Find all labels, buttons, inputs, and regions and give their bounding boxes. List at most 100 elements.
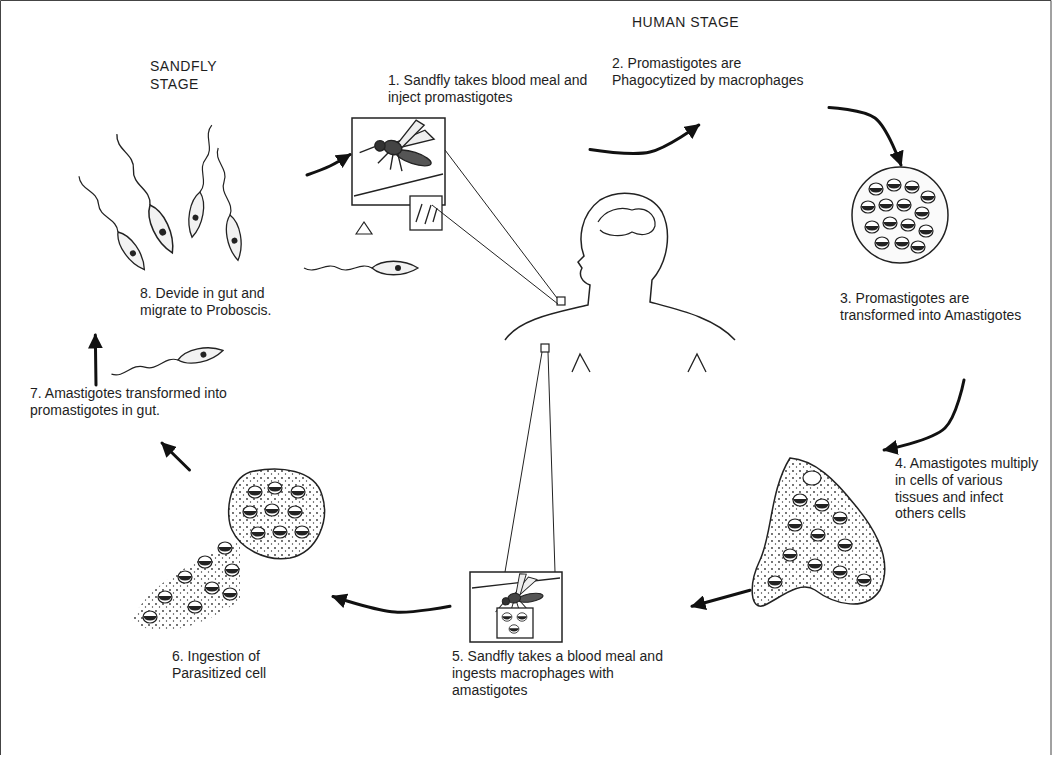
amastigote <box>158 591 172 603</box>
human-outline <box>505 193 735 340</box>
stage-node: 3. Promastigotes are transformed into Am… <box>838 165 1048 380</box>
amastigote <box>517 613 527 621</box>
promastigote <box>212 147 245 262</box>
infected-macrophage <box>852 167 948 263</box>
cycle-arrow <box>162 443 190 470</box>
amastigote <box>869 183 883 195</box>
tissue-cell <box>752 458 884 606</box>
armpits <box>572 354 706 372</box>
leader-line <box>505 352 555 572</box>
amastigote <box>223 588 237 600</box>
amastigote <box>921 191 935 203</box>
amastigote <box>915 207 929 219</box>
amastigote <box>887 179 901 191</box>
stage-caption: 2. Promastigotes are Phagocytized by mac… <box>612 55 827 89</box>
stage-heading: SANDFLY STAGE <box>150 58 240 93</box>
nucleus <box>803 471 821 485</box>
amastigote <box>897 199 911 211</box>
amastigote <box>808 559 822 571</box>
amastigote <box>288 506 302 518</box>
amastigote <box>875 237 889 249</box>
amastigote <box>901 219 915 231</box>
brain <box>598 209 655 236</box>
sandfly-bite-box <box>352 107 445 234</box>
stage-node: 7. Amastigotes transformed into promasti… <box>30 385 294 443</box>
amastigote <box>218 542 232 554</box>
stage-caption: 3. Promastigotes are transformed into Am… <box>840 290 1045 324</box>
amastigote <box>225 564 239 576</box>
amastigote <box>793 494 807 506</box>
amastigote <box>811 529 825 541</box>
amastigote <box>243 506 257 518</box>
stage-node: 6. Ingestion of Parasitized cell <box>128 470 333 700</box>
stage-heading-box: HUMAN STAGE <box>632 14 792 32</box>
amastigote <box>502 613 512 621</box>
inset-box <box>497 608 533 638</box>
promastigote <box>110 344 224 381</box>
skin-line <box>472 578 560 588</box>
amastigote <box>783 549 797 561</box>
amastigote <box>911 241 925 253</box>
stage-node: 1. Sandfly takes blood meal and inject p… <box>350 72 590 237</box>
macrophage <box>852 167 948 263</box>
cell-outline <box>752 458 884 606</box>
cycle-arrow <box>333 597 450 613</box>
sandfly <box>358 107 443 182</box>
amastigote <box>788 519 802 531</box>
stage-caption: 7. Amastigotes transformed into promasti… <box>30 385 292 419</box>
stage-heading-box: SANDFLY STAGE <box>150 58 240 93</box>
promastigote <box>304 261 418 275</box>
stage-caption: 5. Sandfly takes a blood meal and ingest… <box>452 648 690 698</box>
amastigote <box>248 486 262 498</box>
stage-node: 8. Devide in gut and migrate to Probosci… <box>55 135 307 335</box>
amastigote <box>895 237 909 249</box>
amastigote <box>833 512 847 524</box>
stage-heading: HUMAN STAGE <box>632 14 792 32</box>
leader-line <box>432 150 558 304</box>
stage-caption: 8. Devide in gut and migrate to Probosci… <box>140 285 305 319</box>
amastigote <box>198 556 212 568</box>
amastigote <box>833 566 847 578</box>
amastigote <box>295 526 309 538</box>
amastigote <box>178 571 192 583</box>
amastigote <box>905 181 919 193</box>
amastigote <box>879 199 893 211</box>
promastigote <box>185 124 218 239</box>
inset-box <box>410 196 442 230</box>
cycle-arrow <box>307 155 350 176</box>
skin-symbol <box>356 222 372 234</box>
stage-caption: 6. Ingestion of Parasitized cell <box>172 648 322 682</box>
page-frame <box>1 1 1052 756</box>
stage-caption: 1. Sandfly takes blood meal and inject p… <box>388 72 588 106</box>
amastigote <box>857 574 871 586</box>
amastigote <box>143 611 157 623</box>
amastigote <box>251 527 265 539</box>
cell-debris <box>132 540 240 630</box>
picture-frame <box>470 572 562 642</box>
bite-site <box>541 344 549 352</box>
bite-site <box>557 297 565 305</box>
amastigote <box>509 625 519 633</box>
macrophage <box>229 469 325 559</box>
human-figure <box>505 193 735 372</box>
amastigote <box>861 201 875 213</box>
amastigote <box>883 217 897 229</box>
stage-node: 4. Amastigotes multiply in cells of vari… <box>750 450 1048 615</box>
amastigote <box>865 221 879 233</box>
promastigote <box>73 172 149 273</box>
connector-group <box>95 108 964 613</box>
amastigote <box>919 225 933 237</box>
amastigote <box>273 526 287 538</box>
amastigote <box>815 499 829 511</box>
amastigote <box>291 486 305 498</box>
cycle-arrow <box>94 335 98 385</box>
cycle-arrow <box>884 380 964 450</box>
cycle-arrow <box>590 125 699 153</box>
cycle-arrow <box>829 108 901 166</box>
stage-node: 5. Sandfly takes a blood meal and ingest… <box>450 570 692 715</box>
amastigote <box>188 601 202 613</box>
stage-node: 2. Promastigotes are Phagocytized by mac… <box>612 55 829 125</box>
amastigote <box>768 576 782 588</box>
amastigote <box>265 504 279 516</box>
